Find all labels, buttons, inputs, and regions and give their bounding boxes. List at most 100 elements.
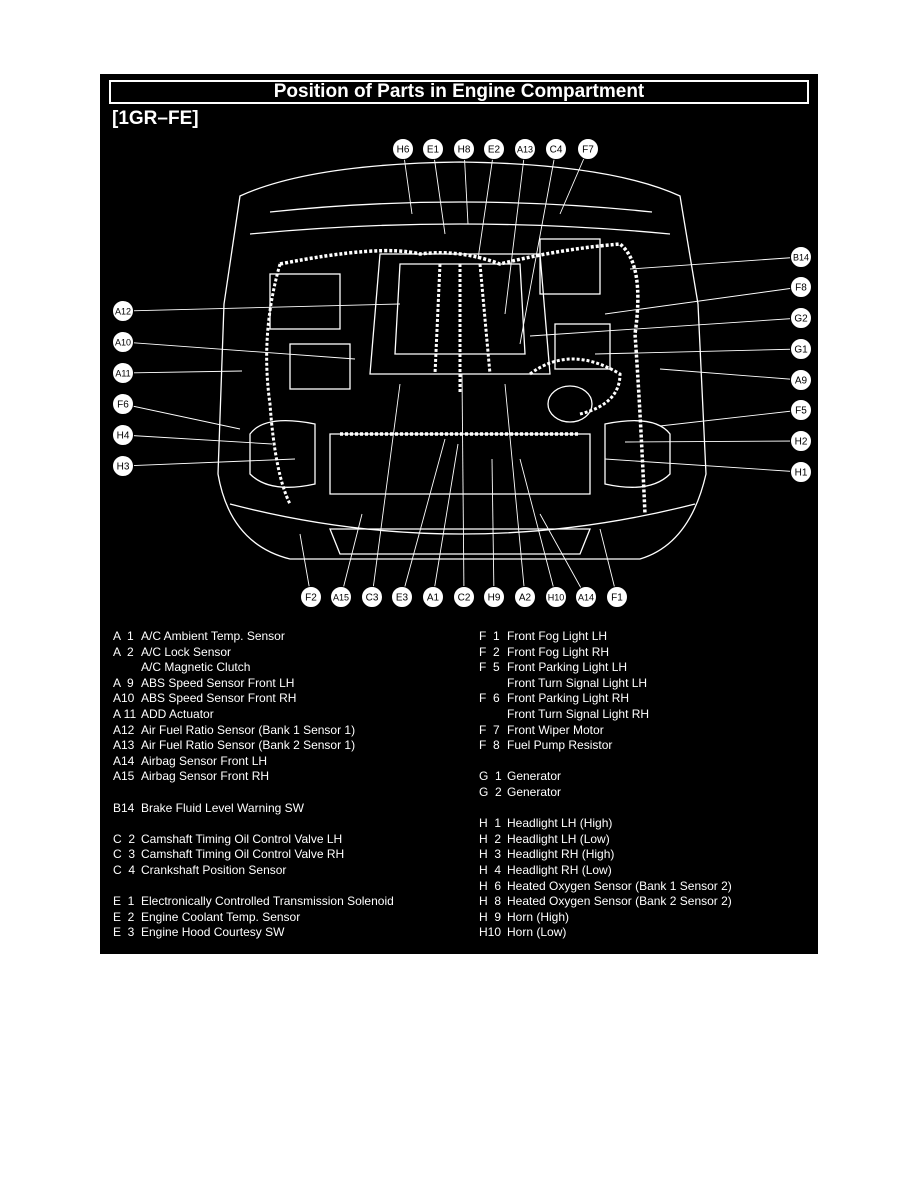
legend-code: G 2 — [479, 784, 502, 799]
callout-label: G2 — [794, 314, 808, 325]
legend-code: A 2 — [113, 644, 134, 659]
callout-label: A10 — [115, 338, 131, 348]
legend-description: Headlight LH (Low) — [507, 831, 610, 846]
callout-f2: F2 — [300, 586, 322, 608]
callout-circle — [790, 369, 812, 391]
callout-circle — [577, 138, 599, 160]
callout-f5: F5 — [790, 399, 812, 421]
callout-circle — [514, 586, 536, 608]
callout-circle — [483, 138, 505, 160]
leader-line — [529, 317, 802, 337]
callout-circle — [300, 586, 322, 608]
callout-circle — [422, 138, 444, 160]
engine-illustration — [217, 161, 707, 560]
legend-description: Generator — [507, 784, 562, 799]
legend-row: Front Turn Signal Light RH — [479, 707, 732, 723]
callout-label: A11 — [115, 369, 130, 379]
callout-label: A13 — [517, 145, 533, 155]
legend-code: F 7 — [479, 722, 500, 737]
callout-label: A1 — [427, 593, 440, 604]
legend-code: E 1 — [113, 894, 135, 909]
legend-row — [479, 801, 732, 817]
callout-c4: C4 — [545, 138, 567, 160]
legend-code: B14 — [113, 800, 135, 815]
callout-label: E1 — [427, 145, 440, 156]
callout-h8: H8 — [453, 138, 475, 160]
callout-circle — [391, 586, 413, 608]
wire-harness-left — [265, 263, 292, 505]
callout-leader-lines — [122, 148, 802, 598]
leader-line — [463, 148, 469, 225]
callout-label: B14 — [793, 253, 809, 263]
leader-line — [519, 148, 557, 345]
callout-circle — [545, 586, 567, 608]
leader-line — [504, 383, 526, 598]
legend-description: A/C Lock Sensor — [141, 644, 232, 659]
legend-code: H10 — [479, 925, 502, 940]
callout-e3: E3 — [391, 586, 413, 608]
callout-e2: E2 — [483, 138, 505, 160]
leader-line — [604, 458, 802, 473]
alternator — [547, 385, 593, 423]
callout-label: A14 — [578, 593, 594, 603]
leader-line — [122, 341, 356, 360]
callout-c3: C3 — [361, 586, 383, 608]
callout-circle — [790, 430, 812, 452]
callout-circle — [545, 138, 567, 160]
legend-description: Airbag Sensor Front RH — [141, 769, 270, 784]
legend-description: Crankshaft Position Sensor — [141, 862, 287, 877]
headlight-lh — [604, 420, 671, 488]
callout-h10: H10 — [545, 586, 567, 608]
callout-label: F2 — [305, 593, 317, 604]
leader-line — [659, 409, 802, 427]
grille-outline — [329, 528, 591, 555]
callout-label: C3 — [366, 593, 379, 604]
callout-circle — [112, 455, 134, 477]
callout-label: H10 — [548, 593, 565, 603]
callout-circle — [392, 138, 414, 160]
legend-code: G 1 — [479, 769, 502, 784]
leader-line — [401, 438, 446, 598]
callout-circle — [453, 586, 475, 608]
legend-row — [113, 785, 394, 801]
callout-circle — [483, 586, 505, 608]
legend-description: Engine Hood Courtesy SW — [141, 925, 285, 940]
legend-description: Front Fog Light LH — [507, 629, 608, 643]
callout-circle — [330, 586, 352, 608]
legend-row — [479, 754, 732, 770]
callout-a2: A2 — [514, 586, 536, 608]
legend-description: Airbag Sensor Front LH — [141, 753, 268, 768]
legend-description: Headlight LH (High) — [507, 816, 613, 831]
legend-row: A 2 A/C Lock Sensor — [113, 645, 394, 661]
callout-label: E2 — [488, 145, 501, 156]
callout-circle — [112, 393, 134, 415]
legend-description: ABS Speed Sensor Front RH — [141, 691, 297, 706]
leader-line — [559, 148, 589, 215]
legend-code: H 4 — [479, 862, 502, 877]
legend-description: A/C Magnetic Clutch — [141, 660, 251, 675]
callout-h6: H6 — [392, 138, 414, 160]
legend-code: C 4 — [113, 862, 136, 877]
callout-circle — [790, 338, 812, 360]
legend-description: Fuel Pump Resistor — [507, 738, 613, 753]
legend-code: F 5 — [479, 660, 500, 675]
legend-description: Horn (High) — [507, 909, 570, 924]
legend-code: F 1 — [479, 629, 500, 643]
legend-code: C 3 — [113, 847, 136, 862]
legend-code: H 2 — [479, 831, 502, 846]
leader-line — [659, 368, 802, 381]
callout-f8: F8 — [790, 276, 812, 298]
